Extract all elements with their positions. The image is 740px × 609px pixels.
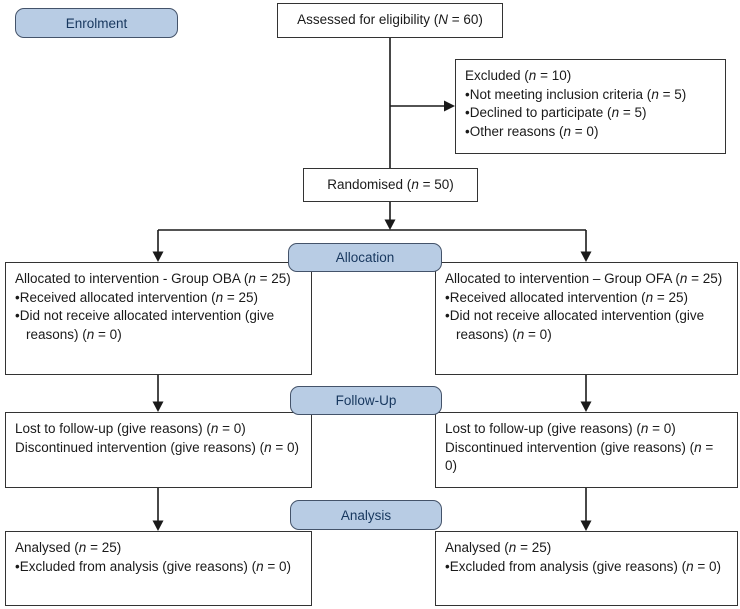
analysis-title: Analysed (n = 25): [445, 540, 552, 555]
stage-label-text: Allocation: [335, 250, 395, 265]
analysis-bullet: Excluded from analysis (give reasons) (n…: [445, 558, 728, 577]
allocation-title: Allocated to intervention - Group OBA (n…: [15, 271, 291, 286]
excluded-bullet: Other reasons (n = 0): [465, 123, 716, 142]
assessed-box: Assessed for eligibility (N = 60): [277, 3, 503, 38]
allocation-bullet-list: Received allocated intervention (n = 25)…: [445, 289, 728, 345]
connector-branch-alloc-left-arrow: [152, 230, 164, 262]
excluded-bullet: Declined to participate (n = 5): [465, 104, 716, 123]
followup-line: Discontinued intervention (give reasons)…: [445, 439, 714, 474]
analysis-bullet: Excluded from analysis (give reasons) (n…: [15, 558, 302, 577]
followup-line: Lost to follow-up (give reasons) (n = 0): [445, 421, 676, 436]
analysis-box-left: Analysed (n = 25) Excluded from analysis…: [5, 531, 312, 606]
randomised-text: Randomised (n = 50): [327, 176, 454, 192]
analysis-bullet-list: Excluded from analysis (give reasons) (n…: [445, 558, 728, 577]
stage-label-text: Follow-Up: [335, 393, 397, 408]
connector-branch-alloc-right-arrow: [580, 230, 592, 262]
stage-label-text: Analysis: [340, 507, 392, 523]
excluded-bullet-list: Not meeting inclusion criteria (n = 5) D…: [465, 86, 716, 142]
analysis-box-right: Analysed (n = 25) Excluded from analysis…: [435, 531, 738, 606]
followup-box-left: Lost to follow-up (give reasons) (n = 0)…: [5, 412, 312, 488]
excluded-title: Excluded (n = 10): [465, 68, 572, 83]
assessed-text: Assessed for eligibility (N = 60): [297, 12, 483, 28]
stage-label-follow-up: Follow-Up: [290, 386, 442, 415]
connector-randomised-branch-arrow: [384, 202, 396, 230]
allocation-bullet: Received allocated intervention (n = 25): [445, 289, 728, 308]
followup-box-right: Lost to follow-up (give reasons) (n = 0)…: [435, 412, 738, 488]
allocation-box-group-ofa: Allocated to intervention – Group OFA (n…: [435, 262, 738, 375]
allocation-bullet: Did not receive allocated intervention (…: [445, 307, 728, 344]
allocation-bullet: Did not receive allocated intervention (…: [15, 307, 302, 344]
stage-label-text: Enrolment: [65, 15, 128, 31]
excluded-box: Excluded (n = 10) Not meeting inclusion …: [455, 59, 726, 154]
connector-assessed-excluded-arrow: [390, 100, 455, 112]
stage-label-allocation: Allocation: [288, 243, 442, 272]
analysis-bullet-list: Excluded from analysis (give reasons) (n…: [15, 558, 302, 577]
analysis-title: Analysed (n = 25): [15, 540, 122, 555]
allocation-box-group-oba: Allocated to intervention - Group OBA (n…: [5, 262, 312, 375]
connector-alloc-followup-right-arrow: [580, 375, 592, 412]
allocation-bullet: Received allocated intervention (n = 25): [15, 289, 302, 308]
allocation-title: Allocated to intervention – Group OFA (n…: [445, 271, 723, 286]
connector-followup-analysis-right-arrow: [580, 488, 592, 531]
stage-label-analysis: Analysis: [290, 500, 442, 530]
randomised-box: Randomised (n = 50): [303, 168, 478, 202]
followup-line: Lost to follow-up (give reasons) (n = 0): [15, 421, 246, 436]
allocation-bullet-list: Received allocated intervention (n = 25)…: [15, 289, 302, 345]
excluded-bullet: Not meeting inclusion criteria (n = 5): [465, 86, 716, 105]
stage-label-enrolment: Enrolment: [15, 8, 178, 38]
followup-line: Discontinued intervention (give reasons)…: [15, 439, 300, 455]
connector-followup-analysis-left-arrow: [152, 488, 164, 531]
connector-alloc-followup-left-arrow: [152, 375, 164, 412]
